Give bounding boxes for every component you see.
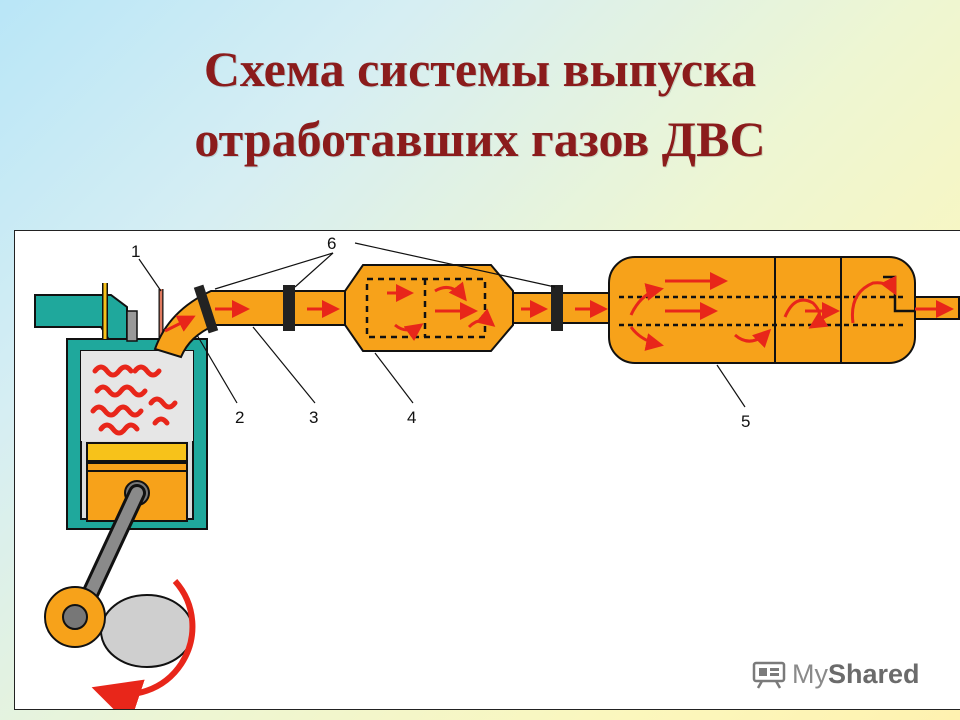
- watermark: MyShared: [752, 654, 920, 694]
- title-line-2: отработавших газов ДВС: [194, 111, 766, 167]
- pre-muffler: [344, 264, 514, 352]
- page-title: Схема системы выпуска отработавших газов…: [0, 34, 960, 174]
- exhaust-diagram-panel: 1 2 3 4 5 6: [14, 230, 960, 710]
- label-6: 6: [327, 234, 336, 253]
- label-4: 4: [407, 408, 416, 427]
- label-3: 3: [309, 408, 318, 427]
- main-muffler: [608, 256, 916, 364]
- valves: [102, 283, 164, 343]
- intake-manifold: [34, 294, 128, 344]
- pipe-flanges: [193, 284, 563, 334]
- rotation-arrow: [91, 578, 196, 709]
- label-1: 1: [131, 242, 140, 261]
- label-5: 5: [741, 412, 750, 431]
- watermark-brand-suffix: Shared: [828, 658, 920, 689]
- combustion-gas: [90, 364, 178, 436]
- leader-lines: [138, 242, 746, 408]
- crankshaft: [44, 586, 194, 668]
- projector-icon: [752, 661, 786, 689]
- exhaust-system-diagram: 1 2 3 4 5 6: [34, 234, 960, 709]
- watermark-brand-prefix: My: [792, 658, 828, 689]
- title-line-1: Схема системы выпуска: [203, 41, 757, 97]
- label-2: 2: [235, 408, 244, 427]
- gas-flow-arrows: [164, 272, 954, 351]
